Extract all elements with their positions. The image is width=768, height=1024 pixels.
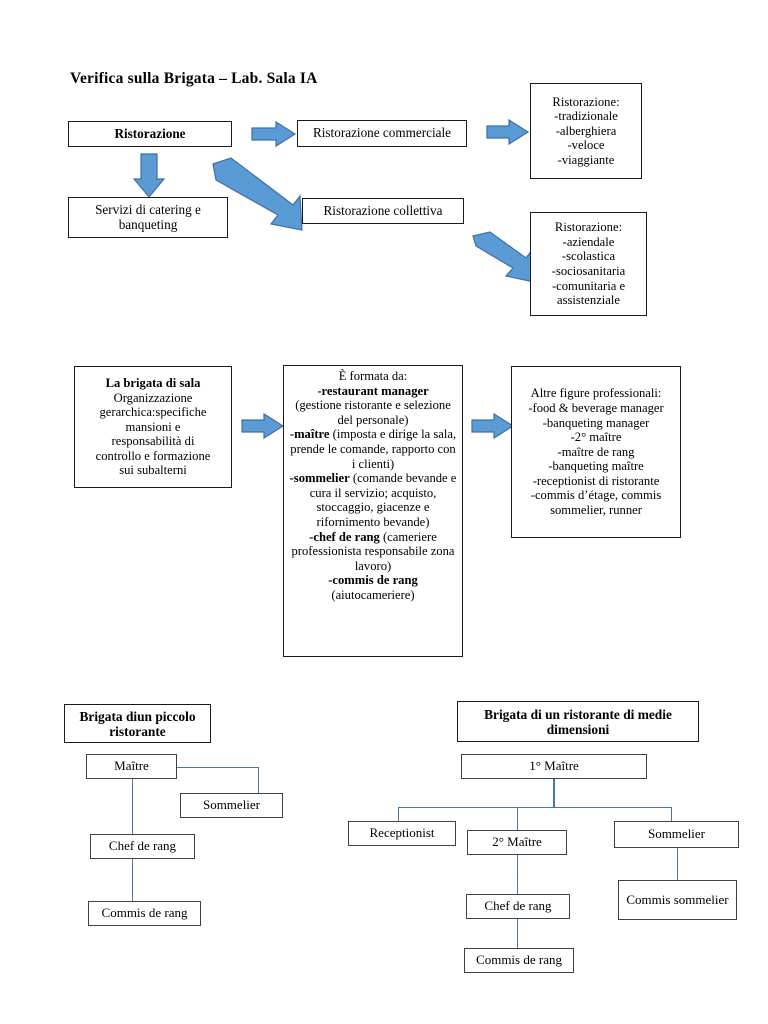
- role-name: -chef de rang: [309, 529, 380, 544]
- arrow-diagonal-collettiva-types: [472, 231, 535, 283]
- chart-medium-title-label: Brigata di un ristorante di medie dimens…: [484, 706, 672, 737]
- brigata-definizione-line: controllo e formazione: [95, 448, 211, 463]
- node-small-commis-de-rang: Commis de rang: [88, 901, 201, 926]
- node-medium-chef-de-rang: Chef de rang: [466, 894, 570, 919]
- brigata-definizione-heading: La brigata di sala: [105, 375, 201, 390]
- box-ristorazione-commerciale: Ristorazione commerciale: [297, 120, 467, 147]
- node-medium-secondo-maitre: 2° Maître: [467, 830, 567, 855]
- chart-medium-title: Brigata di un ristorante di medie dimens…: [457, 701, 699, 742]
- composizione-heading: È formata da:: [338, 369, 408, 383]
- altre-figure-item: -2° maître: [570, 430, 622, 445]
- commerciale-type-item: -alberghiera: [555, 123, 617, 138]
- collettiva-type-item: -aziendale: [562, 234, 615, 249]
- connector-medium-bus-h: [398, 806, 672, 808]
- role-entry: -sommelier (comande bevande e cura il se…: [288, 471, 458, 529]
- altre-figure-item: -commis d’étage, commis: [530, 488, 662, 503]
- connector-receptionist-v: [398, 806, 400, 822]
- role-description: (cameriere professionista responsabile z…: [291, 529, 455, 573]
- role-description: (aiutocameriere): [331, 587, 415, 602]
- commerciale-type-item: -tradizionale: [554, 109, 618, 124]
- role-entry: -restaurant manager: [288, 384, 458, 399]
- connector-sommelier-v: [257, 766, 259, 795]
- connector-chef-commis-v: [131, 858, 133, 904]
- altre-figure-item: -banqueting manager: [542, 415, 650, 430]
- altre-figure-item: -maître de rang: [557, 444, 635, 459]
- node-medium-primo-maitre: 1° Maître: [461, 754, 647, 779]
- collettiva-type-item: -sociosanitaria: [551, 264, 626, 278]
- role-description: (comande bevande e cura il servizio; acq…: [309, 471, 457, 529]
- role-description: (gestione ristorante e selezione del per…: [295, 398, 451, 427]
- catering-label: Servizi di catering e banqueting: [95, 201, 201, 232]
- role-name: -sommelier: [289, 471, 350, 486]
- collettiva-type-item: -scolastica: [561, 249, 616, 264]
- role-name: -maître: [289, 427, 330, 442]
- connector-secondo-maitre-chef-v: [516, 855, 518, 895]
- node-medium-commis-sommelier: Commis sommelier: [618, 880, 737, 920]
- collettiva-type-item: assistenziale: [557, 293, 620, 308]
- collettiva-type-item: -comunitaria e: [551, 278, 626, 293]
- node-small-maitre: Maître: [86, 754, 177, 779]
- box-commerciale-types: Ristorazione: -tradizionale -alberghiera…: [530, 83, 642, 179]
- role-name: -restaurant manager: [317, 383, 429, 398]
- chart-small-title-label: Brigata diun piccolo ristorante: [79, 708, 196, 739]
- altre-figure-item: -receptionist di ristorante: [532, 473, 660, 488]
- role-name: -commis de rang: [328, 573, 418, 588]
- arrow-right-commerciale-types: [486, 118, 530, 146]
- arrow-right-commerciale: [251, 120, 297, 148]
- node-medium-receptionist: Receptionist: [348, 821, 456, 846]
- arrow-diagonal-collettiva: [212, 157, 303, 231]
- box-catering-banqueting: Servizi di catering e banqueting: [68, 197, 228, 238]
- brigata-definizione-line: mansioni e: [125, 419, 181, 434]
- brigata-definizione-line: responsabilità di: [111, 434, 195, 449]
- commerciale-type-item: -veloce: [567, 138, 605, 153]
- role-entry: -maître (imposta e dirige la sala, prend…: [288, 427, 458, 471]
- altre-figure-item: -banqueting maître: [548, 459, 644, 474]
- brigata-definizione-line: gerarchica:specifiche: [99, 405, 207, 420]
- connector-maitre-chef-v: [131, 778, 133, 836]
- altre-figure-item: sommelier, runner: [550, 503, 642, 518]
- connector-sommelier-commis-v: [677, 848, 679, 881]
- connector-sommelier-medium-v: [671, 806, 673, 822]
- arrow-right-altre-figure: [471, 412, 515, 440]
- role-description: (imposta e dirige la sala, prende le com…: [290, 427, 457, 471]
- connector-secondo-maitre-v: [516, 806, 518, 831]
- role-entry: -commis de rang: [288, 573, 458, 588]
- commerciale-type-item: -viaggiante: [557, 152, 615, 167]
- box-collettiva-types: Ristorazione: -aziendale -scolastica -so…: [530, 212, 647, 316]
- box-ristorazione: Ristorazione: [68, 121, 232, 147]
- node-medium-commis-de-rang: Commis de rang: [464, 948, 574, 973]
- collettiva-types-heading: Ristorazione:: [554, 220, 623, 235]
- brigata-definizione-line: Organizzazione: [113, 390, 193, 405]
- connector-maitre-sommelier-h: [169, 766, 259, 768]
- role-entry: -chef de rang (cameriere professionista …: [288, 530, 458, 574]
- node-medium-sommelier: Sommelier: [614, 821, 739, 848]
- page-title: Verifica sulla Brigata – Lab. Sala IA: [70, 70, 318, 87]
- arrow-right-composizione: [241, 412, 285, 440]
- connector-primo-maitre-v: [553, 779, 555, 807]
- altre-figure-heading: Altre figure professionali:: [530, 386, 662, 401]
- chart-small-title: Brigata diun piccolo ristorante: [64, 704, 211, 743]
- box-ristorazione-collettiva: Ristorazione collettiva: [302, 198, 464, 224]
- altre-figure-item: -food & beverage manager: [528, 400, 664, 415]
- arrow-down-catering: [132, 153, 166, 198]
- node-small-chef-de-rang: Chef de rang: [90, 834, 195, 859]
- box-brigata-definizione: La brigata di sala Organizzazione gerarc…: [74, 366, 232, 488]
- commerciale-types-heading: Ristorazione:: [552, 94, 620, 109]
- box-brigata-composizione: È formata da: -restaurant manager (gesti…: [283, 365, 463, 657]
- box-altre-figure: Altre figure professionali: -food & beve…: [511, 366, 681, 538]
- connector-chef-commis-medium-v: [516, 919, 518, 949]
- node-small-sommelier: Sommelier: [180, 793, 283, 818]
- brigata-definizione-line: sui subalterni: [119, 463, 187, 478]
